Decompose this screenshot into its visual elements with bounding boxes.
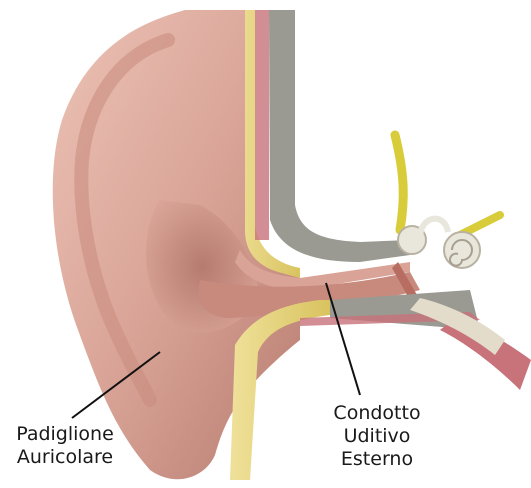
label-condotto-uditivo-esterno: Condotto Uditivo Esterno <box>312 402 442 471</box>
label-pinna-line-2: Auricolare <box>4 446 126 469</box>
label-padiglione-auricolare: Padiglione Auricolare <box>4 423 126 469</box>
temporal-bone-upper <box>269 10 410 262</box>
label-canal-line-3: Esterno <box>312 448 442 471</box>
upper-membrane <box>255 10 269 240</box>
label-pinna-line-1: Padiglione <box>4 423 126 446</box>
facial-nerve <box>395 135 403 230</box>
label-canal-line-2: Uditivo <box>312 425 442 448</box>
label-canal-line-1: Condotto <box>312 402 442 425</box>
